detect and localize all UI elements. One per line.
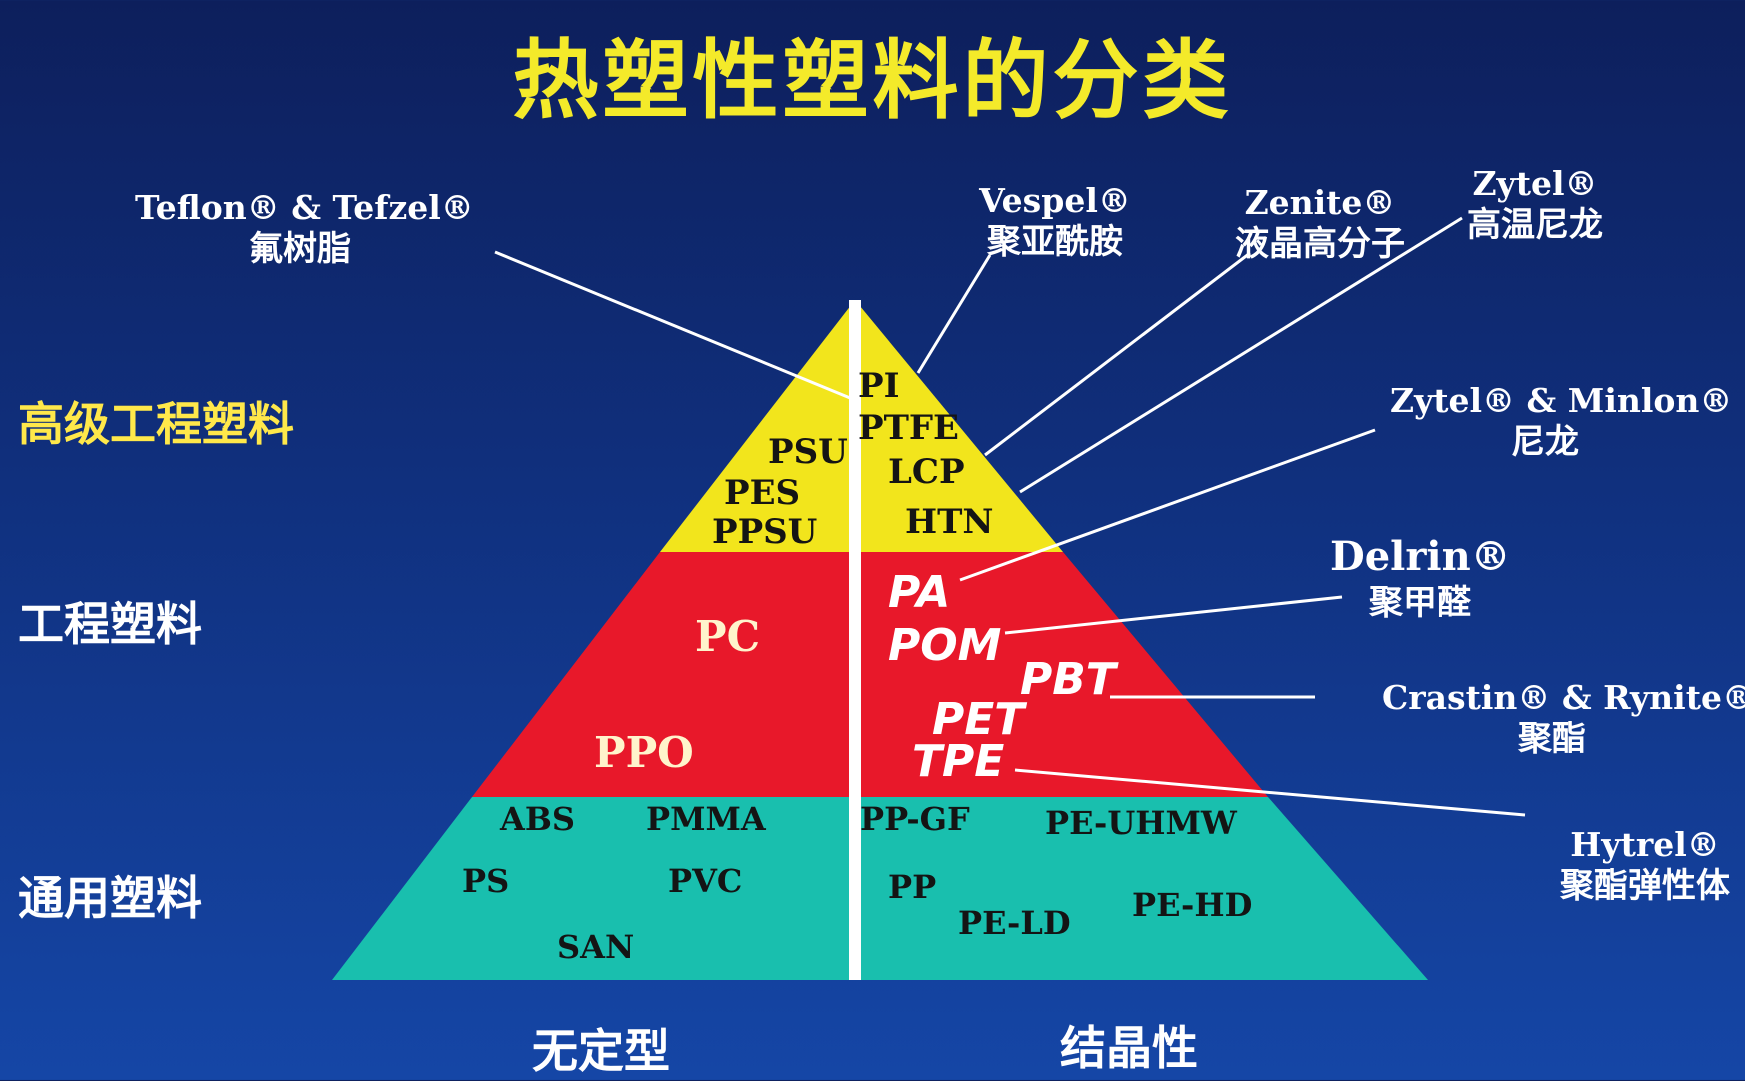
brand-crastin-desc: 聚酯 <box>1518 719 1586 760</box>
brand-delrin: Delrin® 聚甲醛 <box>1330 532 1511 625</box>
brand-hytrel-desc: 聚酯弹性体 <box>1560 866 1730 907</box>
brand-vespel: Vespel® 聚亚酰胺 <box>960 180 1150 264</box>
material-ptfe: PTFE <box>858 408 959 448</box>
material-pom: POM <box>888 620 1002 671</box>
tier-label-high: 高级工程塑料 <box>18 397 294 451</box>
material-pe-ld: PE-LD <box>958 904 1071 942</box>
connector-zytel-ht <box>1019 216 1463 494</box>
material-ppsu: PPSU <box>712 512 818 552</box>
axis-label-crystalline: 结晶性 <box>1060 1021 1198 1075</box>
material-lcp: LCP <box>888 452 965 492</box>
tier-bottom-shape <box>332 797 1428 980</box>
brand-zenite: Zenite® 液晶高分子 <box>1210 182 1430 266</box>
material-pe-hd: PE-HD <box>1132 886 1253 924</box>
brand-hytrel-name: Hytrel® <box>1570 825 1720 864</box>
brand-teflon: Teflon® & Tefzel® 氟树脂 <box>135 187 474 271</box>
brand-delrin-desc: 聚甲醛 <box>1369 583 1471 623</box>
material-pc: PC <box>695 612 761 661</box>
brand-teflon-name: Teflon® & Tefzel® <box>135 188 474 227</box>
connector-hytrel <box>1014 768 1526 817</box>
axis-label-amorphous: 无定型 <box>532 1024 670 1078</box>
brand-vespel-name: Vespel® <box>979 181 1131 220</box>
material-tpe: TPE <box>912 736 1005 787</box>
tier-label-engineering: 工程塑料 <box>18 597 202 651</box>
tier-top-shape <box>660 300 1063 552</box>
brand-delrin-name: Delrin® <box>1330 533 1511 580</box>
brand-crastin: Crastin® & Rynite® 聚酯 <box>1382 677 1745 761</box>
page-title: 热塑性塑料的分类 <box>512 31 1233 131</box>
material-pp: PP <box>888 868 937 906</box>
connector-zytel-minlon <box>959 428 1376 582</box>
material-pp-gf: PP-GF <box>860 800 970 838</box>
material-pa: PA <box>888 567 951 618</box>
material-pmma: PMMA <box>646 800 766 838</box>
material-pet: PET <box>932 694 1025 745</box>
material-psu: PSU <box>768 432 848 472</box>
brand-zytel-ht-desc: 高温尼龙 <box>1467 205 1603 246</box>
brand-crastin-name: Crastin® & Rynite® <box>1382 678 1745 717</box>
tier-middle-shape <box>472 552 1268 797</box>
material-htn: HTN <box>905 502 994 542</box>
material-pvc: PVC <box>668 862 743 900</box>
material-abs: ABS <box>500 800 575 838</box>
material-ps: PS <box>462 862 510 900</box>
brand-hytrel: Hytrel® 聚酯弹性体 <box>1545 824 1745 908</box>
brand-zytel-ht: Zytel® 高温尼龙 <box>1445 163 1625 247</box>
brand-zytel-minlon-name: Zytel® & Minlon® <box>1390 381 1733 420</box>
tier-label-general: 通用塑料 <box>18 871 202 925</box>
material-pi: PI <box>858 366 900 406</box>
material-pes: PES <box>724 473 801 513</box>
brand-zenite-name: Zenite® <box>1244 183 1396 222</box>
brand-zytel-minlon-desc: 尼龙 <box>1511 422 1579 463</box>
connector-zenite <box>984 251 1251 457</box>
connector-vespel <box>916 254 992 374</box>
material-pe-uhmw: PE-UHMW <box>1045 804 1237 842</box>
connector-teflon <box>494 250 856 402</box>
material-ppo: PPO <box>594 728 694 777</box>
brand-zenite-desc: 液晶高分子 <box>1235 224 1405 265</box>
brand-vespel-desc: 聚亚酰胺 <box>987 222 1123 263</box>
material-pbt: PBT <box>1020 654 1116 705</box>
material-san: SAN <box>557 928 635 966</box>
brand-teflon-desc: 氟树脂 <box>249 229 351 270</box>
brand-zytel-ht-name: Zytel® <box>1472 164 1598 203</box>
brand-zytel-minlon: Zytel® & Minlon® 尼龙 <box>1390 380 1733 464</box>
connector-delrin <box>1004 595 1343 635</box>
